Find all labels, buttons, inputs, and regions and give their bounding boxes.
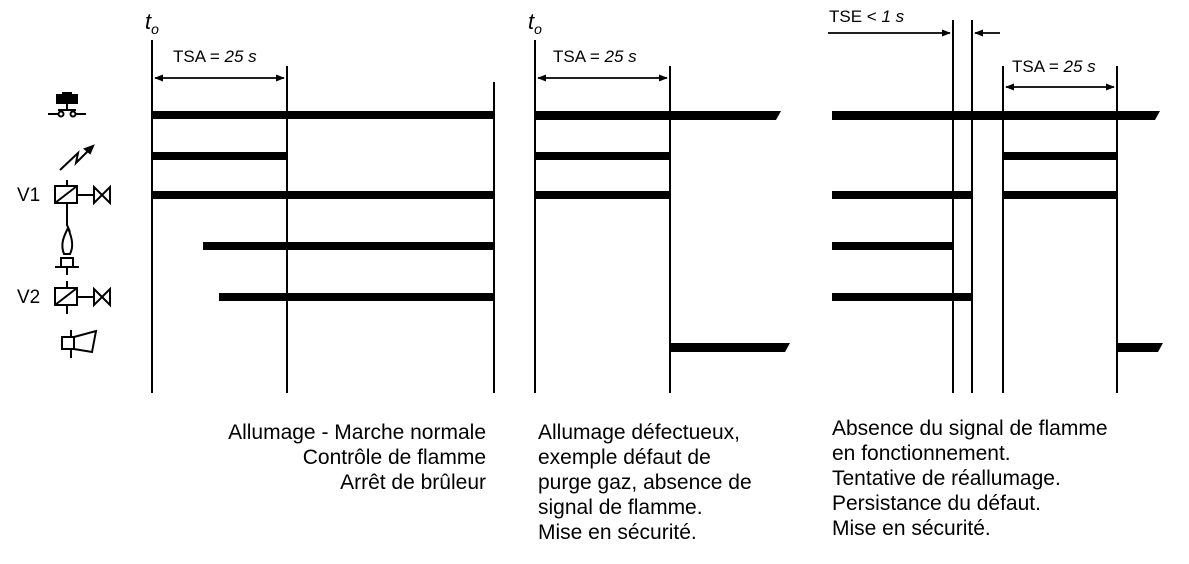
panel-flame-loss: TSE < 1 s TSA = 25 s xyxy=(828,7,1163,393)
caption-normal: Allumage - Marche normale Contrôle de fl… xyxy=(228,420,486,495)
caption-flame-loss: Absence du signal de flamme en fonctionn… xyxy=(832,416,1108,541)
caption-line: Arrêt de brûleur xyxy=(340,471,486,494)
caption-failed-ignition: Allumage défectueux, exemple défaut de p… xyxy=(538,420,752,545)
caption-line: exemple défaut de xyxy=(538,446,711,469)
valve-v1-icon xyxy=(54,180,111,212)
tse-label: TSE < 1 s xyxy=(829,7,905,26)
t0-marker: to xyxy=(528,9,542,37)
bar-ignition-restart xyxy=(1003,152,1117,160)
caption-line: Contrôle de flamme xyxy=(302,446,486,469)
bar-alarm xyxy=(1117,343,1163,352)
bar-pilot xyxy=(203,242,494,250)
ignition-spark-icon xyxy=(59,144,95,171)
caption-line: Allumage défectueux, xyxy=(538,421,740,444)
caption-line: Persistance du défaut. xyxy=(832,492,1041,515)
bar-v1 xyxy=(832,191,972,199)
v2-label: V2 xyxy=(17,287,40,308)
symbol-column xyxy=(48,92,111,358)
caption-line: signal de flamme. xyxy=(538,496,703,519)
bar-v1 xyxy=(535,191,670,199)
bar-v2 xyxy=(219,293,494,301)
bar-motor xyxy=(535,111,781,120)
bar-pilot xyxy=(832,242,953,250)
caption-line: en fonctionnement. xyxy=(832,442,1011,465)
tsa-label: TSA = 25 s xyxy=(553,47,637,66)
bar-motor xyxy=(832,111,1160,120)
pilot-flame-icon xyxy=(55,212,79,275)
caption-line: purge gaz, absence de xyxy=(538,471,752,494)
bar-motor xyxy=(152,111,494,119)
bar-v2 xyxy=(832,293,972,301)
caption-line: Allumage - Marche normale xyxy=(228,421,486,444)
tsa-label: TSA = 25 s xyxy=(173,47,257,66)
caption-line: Absence du signal de flamme xyxy=(832,417,1108,440)
alarm-horn-icon xyxy=(61,329,98,358)
caption-line: Mise en sécurité. xyxy=(832,517,991,540)
t0-marker: to xyxy=(145,9,159,37)
motor-contact-icon xyxy=(48,92,86,118)
bar-ignition xyxy=(535,152,670,160)
bar-alarm xyxy=(670,343,790,352)
tsa-label: TSA = 25 s xyxy=(1012,57,1096,76)
valve-v2-icon xyxy=(54,281,111,314)
bar-v1-restart xyxy=(1003,191,1117,199)
v1-label: V1 xyxy=(17,185,40,206)
panel-failed-ignition: to TSA = 25 s xyxy=(528,9,790,393)
caption-line: Mise en sécurité. xyxy=(538,521,697,544)
panel-normal: to TSA = 25 s xyxy=(145,9,495,393)
bar-ignition xyxy=(152,152,287,160)
bar-v1 xyxy=(152,191,494,199)
caption-line: Tentative de réallumage. xyxy=(832,467,1061,490)
